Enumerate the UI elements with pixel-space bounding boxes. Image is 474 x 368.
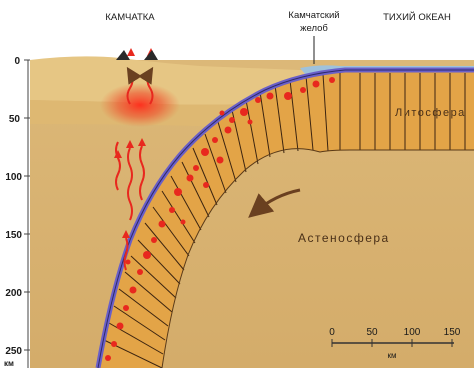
depth-tick-150: 150 bbox=[5, 230, 22, 241]
label-lithosphere: Литосфера bbox=[395, 107, 466, 119]
depth-tick-50: 50 bbox=[9, 114, 21, 125]
label-trench-line2: желоб bbox=[300, 23, 328, 34]
scale-tick-150: 150 bbox=[444, 327, 461, 338]
depth-tick-250: 250 bbox=[5, 346, 22, 357]
scale-tick-0: 0 bbox=[329, 327, 335, 338]
label-pacific-ocean: ТИХИЙ ОКЕАН bbox=[383, 11, 451, 23]
depth-unit: км bbox=[4, 359, 14, 368]
scale-tick-100: 100 bbox=[404, 327, 421, 338]
header-area bbox=[0, 0, 474, 60]
depth-tick-100: 100 bbox=[5, 172, 22, 183]
scale-tick-50: 50 bbox=[366, 327, 378, 338]
depth-axis: 0 50 100 150 200 250 км bbox=[4, 56, 30, 368]
label-asthenosphere: Астеносфера bbox=[298, 231, 390, 245]
magma-chamber bbox=[100, 83, 180, 127]
label-kamchatka: КАМЧАТКА bbox=[105, 12, 155, 23]
depth-tick-200: 200 bbox=[5, 288, 22, 299]
scale-unit: км bbox=[388, 351, 397, 360]
label-trench-line1: Камчатский bbox=[288, 10, 339, 21]
depth-tick-0: 0 bbox=[14, 56, 20, 67]
